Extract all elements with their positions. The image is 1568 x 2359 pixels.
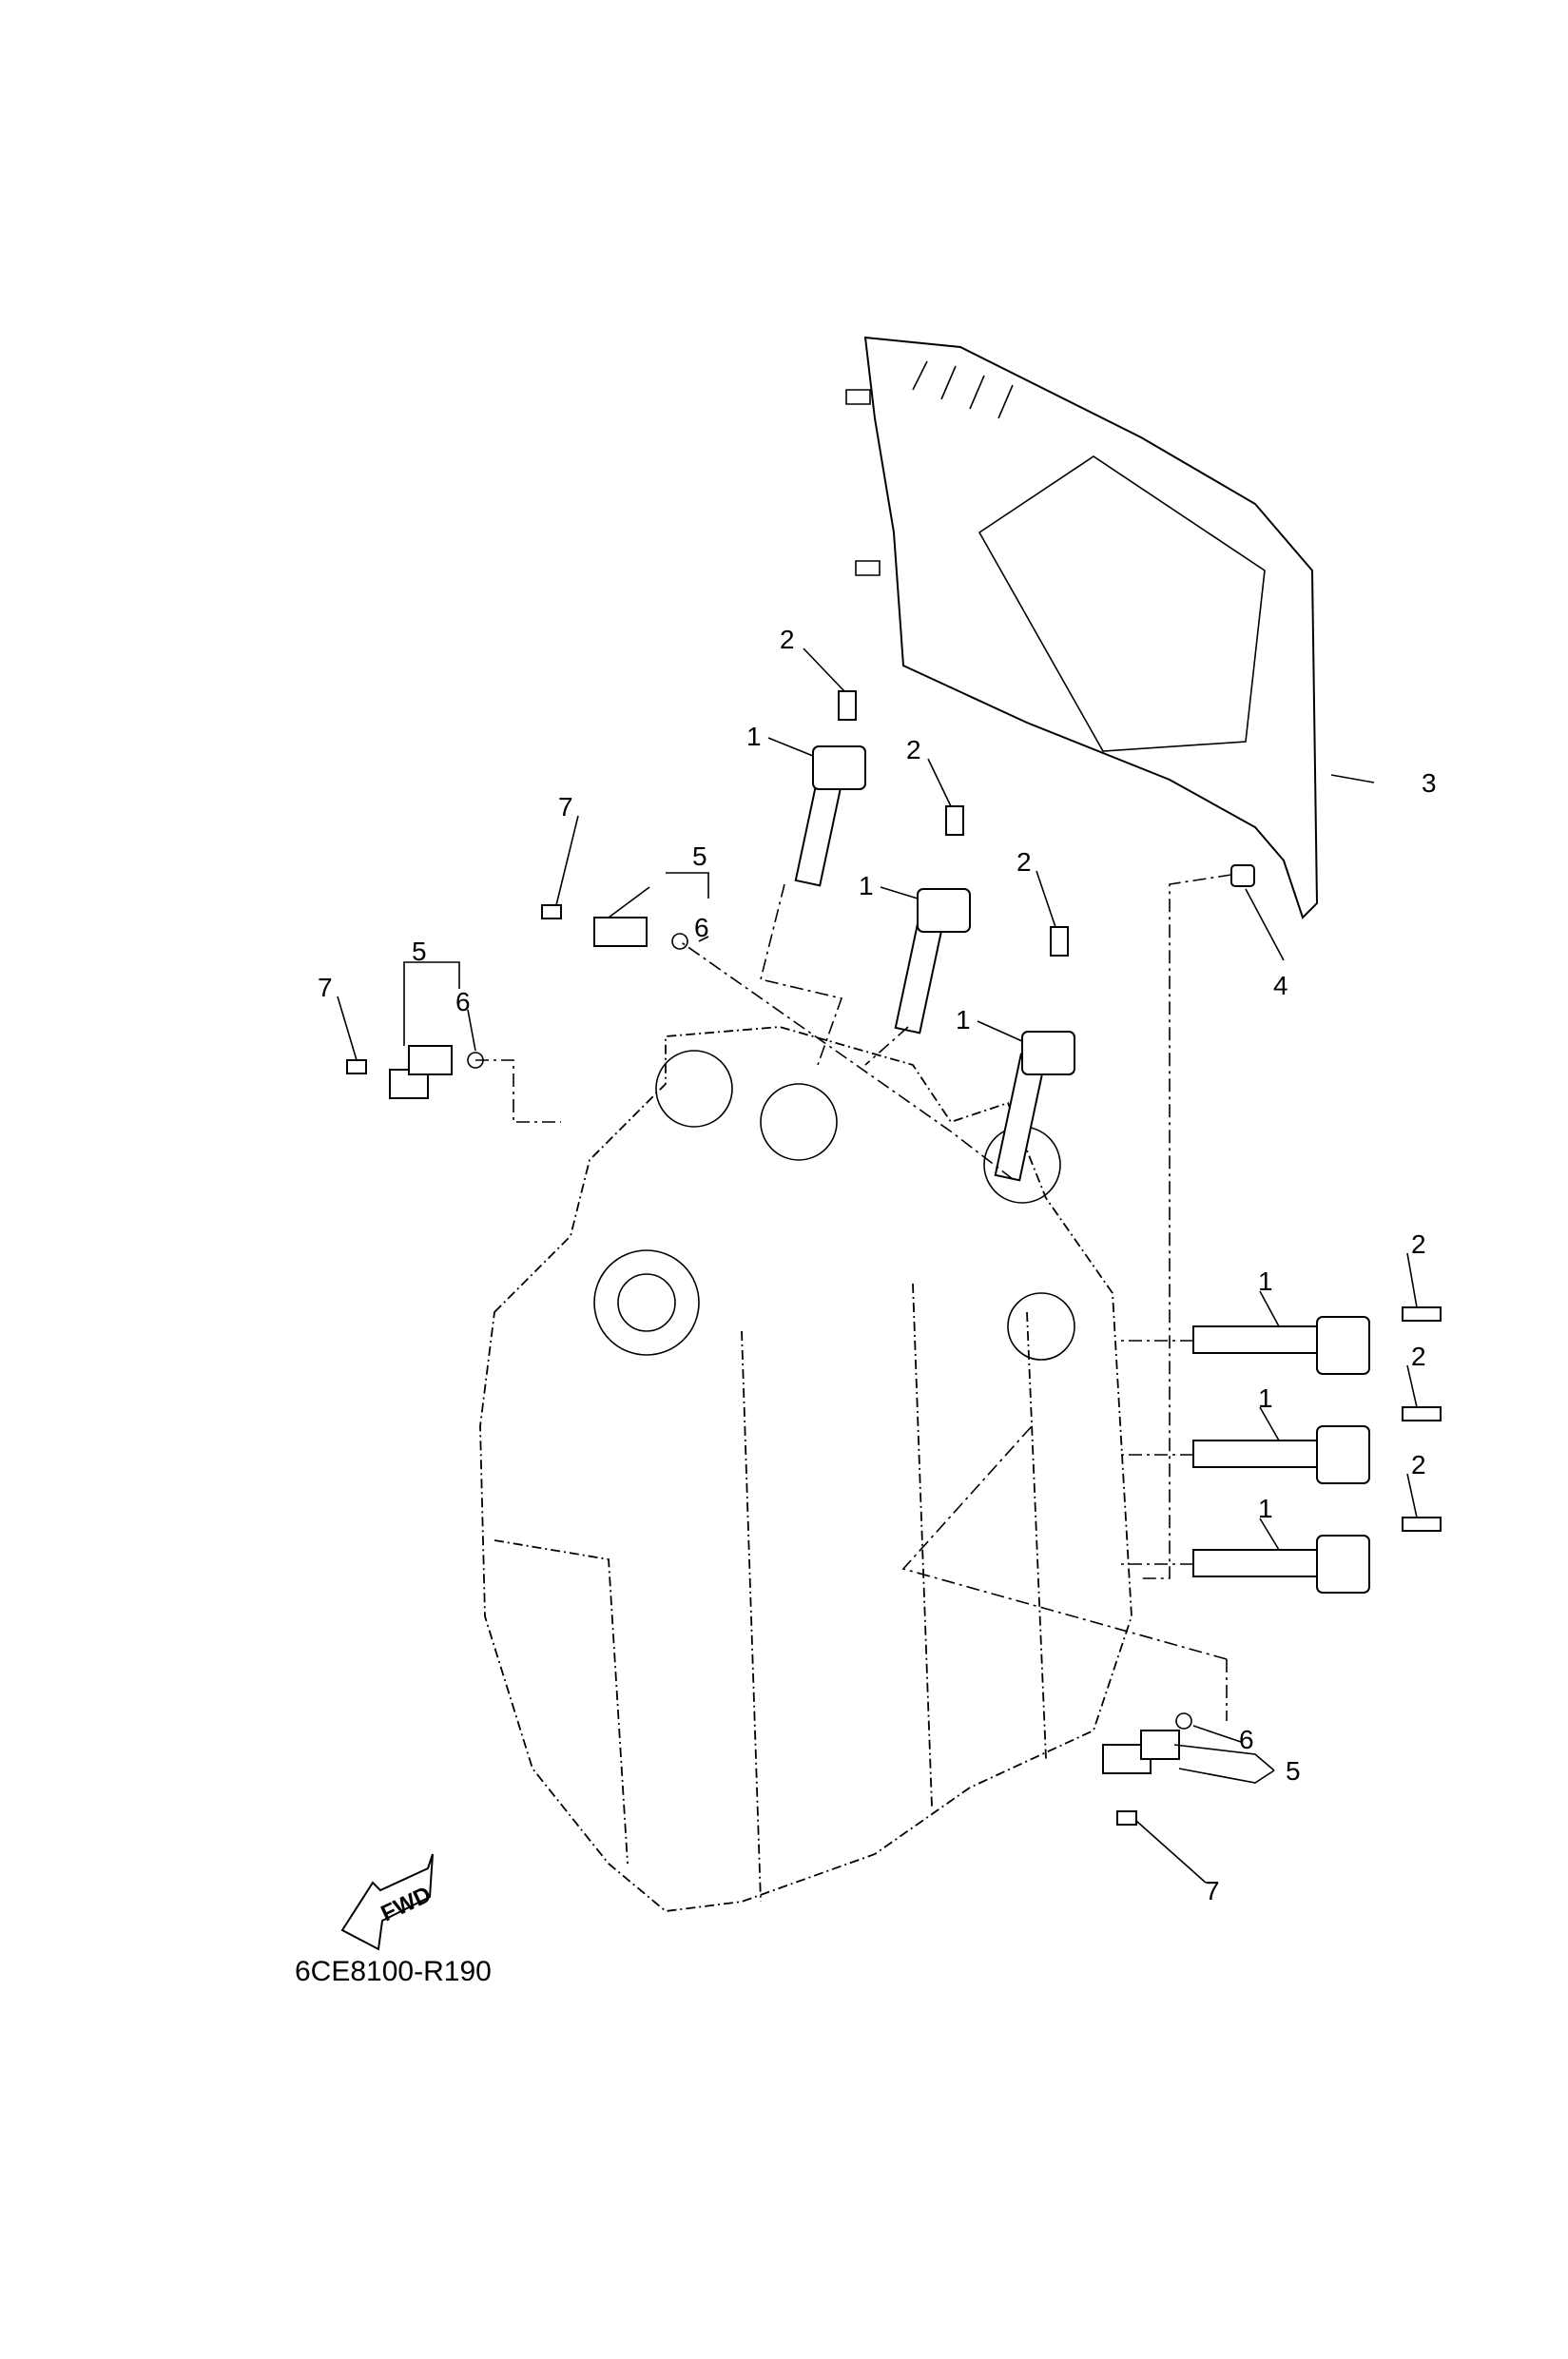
bolt [1402,1517,1442,1532]
callout-2: 2 [906,735,921,764]
ignition-coil [1192,1316,1370,1375]
sensor [346,1045,484,1099]
bolt [838,690,857,721]
forward-arrow-icon: FWD [340,1853,436,1951]
callout-6: 6 [1239,1725,1254,1754]
callout-6: 6 [694,913,709,942]
callout-7: 7 [318,973,333,1002]
callout-2: 2 [1411,1342,1426,1371]
ignition-coil [994,1031,1075,1182]
ignition-coil [1192,1425,1370,1484]
sensor [1102,1712,1192,1826]
leader-lines [337,648,1418,1884]
callout-3: 3 [1422,768,1437,798]
ignition-coil [794,745,866,887]
grommet [1230,864,1255,887]
bolt [1050,926,1069,957]
ignition-coil [1192,1535,1370,1594]
callout-2: 2 [1411,1450,1426,1479]
bolt [945,805,964,836]
engine-block [479,1026,1132,1912]
bolt [1402,1306,1442,1322]
callout-2: 2 [1411,1229,1426,1259]
callout-4: 4 [1273,971,1288,1000]
callout-5: 5 [1286,1756,1301,1786]
ignition-coil [894,888,971,1034]
callout-5: 5 [412,937,427,966]
callout-7: 7 [558,792,573,822]
callout-1: 1 [956,1005,971,1034]
callout-1: 1 [1258,1267,1273,1296]
callout-6: 6 [455,987,471,1016]
bolt [1402,1406,1442,1421]
diagram-code: 6CE8100-R190 [295,1956,492,1987]
callout-1: 1 [859,871,874,900]
callout-7: 7 [1205,1876,1220,1905]
callout-1: 1 [1258,1494,1273,1523]
callout-2: 2 [780,625,795,654]
callout-2: 2 [1016,847,1032,877]
engine-cover [845,336,1319,919]
callout-5: 5 [692,841,707,871]
sensor [541,904,688,950]
callout-1: 1 [1258,1383,1273,1413]
callout-1: 1 [746,722,762,751]
